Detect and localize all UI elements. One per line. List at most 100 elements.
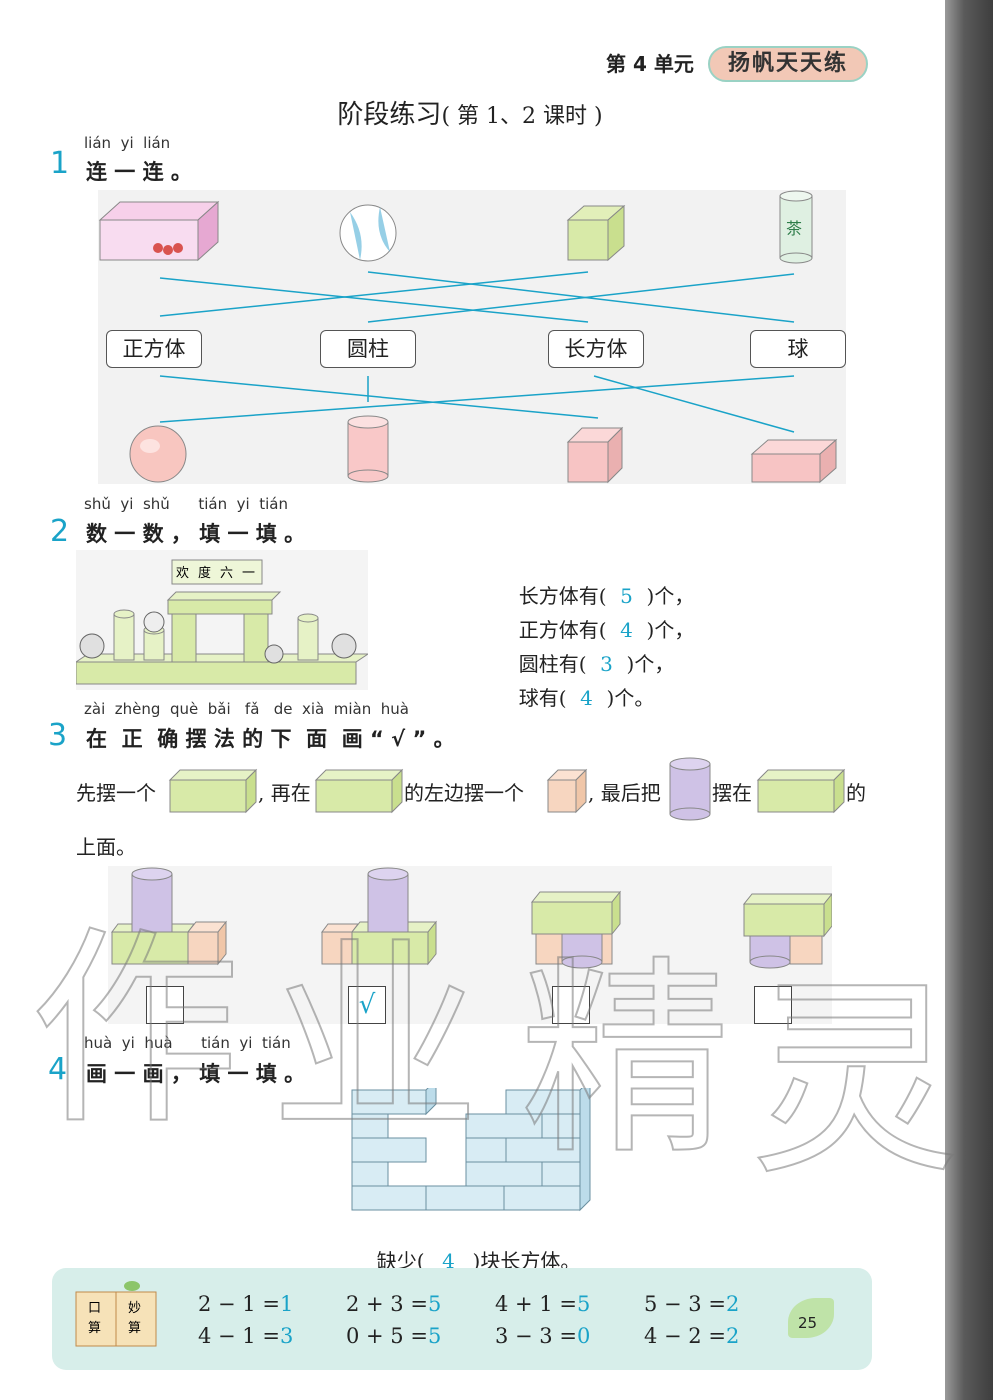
q1-background [98,190,846,484]
answer-value: 4 [442,1249,455,1273]
sign-char: 一 [242,566,255,581]
pink-cube [566,426,624,484]
q1-text: 连 一 连 。 [86,160,192,184]
q4-pinyin: huà yi huà tián yi tián [84,1034,291,1052]
q3-background [108,866,832,1024]
q3-instr-end: 上面。 [76,835,136,859]
page-title: 阶段练习( 第 1、2 课时 ) [0,94,940,131]
q2-figure: 欢 度 六 一 [76,550,368,690]
gift-box-cuboid [98,200,220,262]
answer-checkbox[interactable] [552,986,590,1024]
tea-can-cylinder: 茶 [779,190,813,264]
label-cuboid: 长方体 [548,330,644,368]
purple-cylinder-icon [669,757,711,821]
q3-instr-6: 的 [846,781,866,805]
q2-row-cube: 正方体有( 4 )个， [506,590,695,643]
q3-pinyin: zài zhèng què bǎi fǎ de xià miàn huà [84,700,409,718]
pink-cuboid [750,438,838,484]
eq-answer: 2 [725,1324,740,1348]
eq-expr: 2 − 1 = [198,1292,280,1316]
eq-expr: 5 − 3 = [644,1292,726,1316]
equation: 2 + 3 =5 [346,1292,441,1316]
eq-answer: 5 [576,1292,591,1316]
pink-sphere [129,425,187,483]
q3-instr-2: , 再在 [258,781,311,805]
q2-text: 数 一 数 ， 填 一 填 。 [86,522,306,546]
q1-number: 1 [50,146,70,181]
q2-row-sphere: 球有( 4 )个。 [506,658,655,711]
row-suffix: )个， [646,618,695,642]
top-connecting-lines [159,271,795,323]
equation: 4 − 1 =3 [198,1324,293,1348]
green-cuboid-icon [756,768,846,814]
sign-char: 六 [220,566,233,581]
eq-expr: 4 − 1 = [198,1324,280,1348]
option-2 [321,867,438,966]
row-prefix: 球有( [518,686,567,710]
series-badge: 扬帆天天练 [708,46,868,82]
title-main: 阶段练习 [337,100,442,130]
option-1 [111,867,228,966]
q3-instr-3: 的左边摆一个 [404,781,524,805]
connect-line [367,273,795,323]
q2-row-cuboid: 长方体有(5)个， [506,556,695,609]
connect-line [159,375,795,423]
eq-answer: 5 [427,1324,442,1348]
row-answer: 4 [620,618,633,642]
eq-answer: 2 [725,1292,740,1316]
q4-text: 画 一 画 ， 填 一 填 。 [86,1062,306,1086]
bottom-connecting-lines [159,375,795,433]
connect-line [159,271,589,317]
q3-number: 3 [48,718,68,753]
answer-checkbox[interactable] [754,986,792,1024]
row-prefix: 正方体有( [518,618,607,642]
row-suffix: )个， [626,652,675,676]
eq-answer: 1 [279,1292,294,1316]
book-icon: 口 妙 算 算 [75,1281,157,1347]
answer-checkbox[interactable] [146,986,184,1024]
eq-expr: 0 + 5 = [346,1324,428,1348]
label-cube: 正方体 [106,330,202,368]
balls [79,611,357,664]
row-answer: 4 [580,686,593,710]
equation: 4 + 1 =5 [495,1292,590,1316]
row-suffix: )个， [646,584,695,608]
eq-answer: 3 [279,1324,294,1348]
book-char: 口 [88,1301,101,1316]
q1-figure: 茶 [98,190,846,484]
eq-answer: 5 [427,1292,442,1316]
q3-instr-1: 先摆一个 [76,781,156,805]
q3-options-figure [108,866,832,1024]
connect-line [367,271,795,323]
row-prefix: 圆柱有( [518,652,587,676]
q3-instr-4: , 最后把 [588,781,661,805]
unit-label: 第 4 单元 [606,52,694,76]
mental-math-panel [52,1268,872,1370]
q3-instr-5: 摆在 [712,781,752,805]
tea-label: 茶 [786,219,802,238]
equation: 5 − 3 =2 [644,1292,739,1316]
book-char: 算 [88,1321,101,1336]
connect-line [159,375,599,419]
green-cube [566,204,626,262]
q1-pinyin: lián yi lián [84,134,171,152]
row-suffix: )个。 [606,686,655,710]
eq-answer: 0 [576,1324,591,1348]
brick-tops [425,1088,591,1212]
connect-line [159,277,589,323]
equation: 0 + 5 =5 [346,1324,441,1348]
row-prefix: 长方体有( [518,584,607,608]
page-number: 25 [798,1314,818,1332]
q4-number: 4 [48,1052,68,1087]
q2-pinyin: shǔ yi shǔ tián yi tián [84,495,288,513]
eq-expr: 2 + 3 = [346,1292,428,1316]
eq-expr: 4 + 1 = [495,1292,577,1316]
peach-cube-icon [546,768,588,814]
answer-checkbox[interactable]: √ [348,986,386,1024]
book-char: 妙 [128,1301,141,1316]
pink-cylinder [347,415,389,483]
book-char: 算 [128,1321,141,1336]
eq-expr: 4 − 2 = [644,1324,726,1348]
equation: 3 − 3 =0 [495,1324,590,1348]
equation: 2 − 1 =1 [198,1292,293,1316]
